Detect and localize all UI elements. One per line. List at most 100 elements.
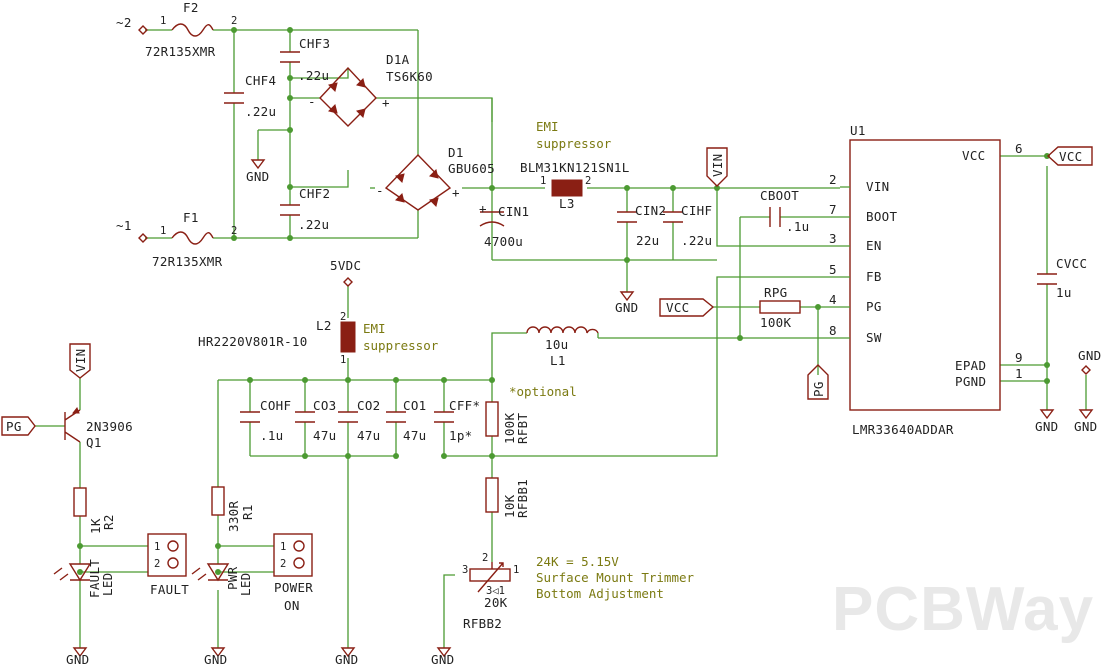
svg-text:2: 2 [482, 552, 488, 564]
svg-text:CHF3: CHF3 [299, 36, 330, 51]
svg-text:SW: SW [866, 330, 882, 345]
svg-text:.1u: .1u [260, 428, 283, 443]
svg-text:47u: 47u [357, 428, 380, 443]
svg-text:R2: R2 [101, 514, 116, 530]
svg-text:RFBB1: RFBB1 [515, 479, 530, 518]
svg-text:VCC: VCC [962, 148, 985, 163]
svg-text:*optional: *optional [509, 384, 577, 399]
capacitor-cvcc: CVCC 1u [1037, 256, 1087, 300]
svg-text:suppressor: suppressor [363, 338, 439, 353]
gnd-cin2: GND [615, 291, 638, 315]
svg-text:7: 7 [829, 202, 837, 217]
ac-input-1: ~1 [116, 218, 148, 243]
capacitor-cff: CFF* 1p* *optional [434, 384, 577, 443]
net-label-pg-bottom: PG [807, 364, 829, 400]
svg-text:3◁1: 3◁1 [486, 585, 505, 597]
svg-text:L3: L3 [559, 196, 575, 211]
svg-text:9: 9 [1015, 350, 1023, 365]
svg-text:-: - [308, 94, 316, 109]
svg-text:RFBB2: RFBB2 [463, 616, 502, 631]
svg-text:R1: R1 [240, 504, 255, 520]
svg-text:D1: D1 [448, 145, 464, 160]
svg-text:2: 2 [280, 558, 286, 570]
svg-text:L1: L1 [550, 353, 566, 368]
svg-text:POWER: POWER [274, 580, 313, 595]
svg-text:PGND: PGND [955, 374, 986, 389]
fuse-f1: F1 1 2 72R135XMR [152, 210, 237, 269]
resistor-rfbt: 100K RFBT [485, 401, 530, 444]
transistor-q1: 2N3906 Q1 [64, 407, 133, 450]
svg-text:3: 3 [462, 564, 468, 576]
capacitor-co2: CO2 47u [338, 398, 380, 443]
led-fault: FAULT LED [53, 559, 115, 598]
svg-text:L2: L2 [316, 318, 332, 333]
svg-text:1: 1 [540, 175, 546, 187]
svg-text:1: 1 [160, 225, 166, 237]
svg-text:TS6K60: TS6K60 [386, 69, 433, 84]
svg-text:1: 1 [280, 541, 286, 553]
svg-text:CHF4: CHF4 [245, 73, 276, 88]
svg-text:LED: LED [238, 573, 253, 596]
svg-text:VIN: VIN [866, 179, 889, 194]
svg-text:6: 6 [1015, 141, 1023, 156]
svg-text:GND: GND [66, 652, 89, 667]
svg-text:~1: ~1 [116, 218, 132, 233]
svg-text:EPAD: EPAD [955, 358, 986, 373]
svg-text:EMI: EMI [363, 321, 386, 336]
svg-text:1: 1 [513, 564, 519, 576]
svg-text:GND: GND [1035, 419, 1058, 434]
svg-text:1: 1 [340, 354, 346, 366]
capacitor-cboot: CBOOT .1u [760, 188, 809, 234]
svg-text:VCC: VCC [1059, 149, 1082, 164]
ic-u1: U1 LMR33640ADDAR 2 VIN 7 BOOT 3 EN 5 FB … [829, 123, 1023, 437]
svg-text:CHF2: CHF2 [299, 186, 330, 201]
svg-text:GND: GND [246, 169, 269, 184]
svg-text:suppressor: suppressor [536, 136, 612, 151]
svg-text:2N3906: 2N3906 [86, 419, 133, 434]
svg-text:BLM31KN121SN1L: BLM31KN121SN1L [520, 160, 630, 175]
svg-text:CIN1: CIN1 [498, 204, 529, 219]
capacitor-cohf: COHF .1u [240, 398, 291, 443]
resistor-r1: 330R R1 [211, 486, 255, 532]
svg-text:.22u: .22u [298, 217, 329, 232]
svg-text:2: 2 [340, 311, 346, 323]
svg-text:F1: F1 [183, 210, 199, 225]
svg-text:GND: GND [204, 652, 227, 667]
svg-text:GND: GND [1078, 348, 1101, 363]
svg-text:LMR33640ADDAR: LMR33640ADDAR [852, 422, 954, 437]
svg-text:~2: ~2 [116, 15, 132, 30]
resistor-r2: 1K R2 [73, 487, 116, 534]
watermark: PCBWay [832, 575, 1094, 644]
svg-text:GND: GND [431, 652, 454, 667]
capacitor-co3: CO3 47u [295, 398, 336, 443]
svg-text:-: - [376, 183, 384, 198]
svg-text:FB: FB [866, 269, 882, 284]
net-label-vcc-right: VCC [1046, 146, 1093, 166]
svg-text:47u: 47u [313, 428, 336, 443]
inductor-l1: 10u L1 [526, 326, 599, 368]
ferrite-l2: 2 1 L2 HR2220V801R-10 EMI suppressor [198, 311, 439, 366]
svg-text:GND: GND [335, 652, 358, 667]
svg-text:.22u: .22u [245, 104, 276, 119]
svg-text:CO2: CO2 [357, 398, 380, 413]
svg-text:20K: 20K [484, 595, 508, 610]
svg-text:10K: 10K [502, 494, 517, 518]
svg-text:EMI: EMI [536, 119, 559, 134]
svg-text:VIN: VIN [710, 154, 725, 177]
bridge-rectifier-d1a: - + D1A TS6K60 [308, 52, 433, 127]
svg-text:2: 2 [231, 225, 237, 237]
svg-text:D1A: D1A [386, 52, 410, 67]
svg-text:RPG: RPG [764, 285, 787, 300]
net-label-pg-q1: PG [1, 416, 36, 436]
gnd-bottom-1: GND [66, 647, 89, 667]
svg-text:1u: 1u [1056, 285, 1072, 300]
svg-text:EN: EN [866, 238, 882, 253]
svg-text:PG: PG [866, 299, 882, 314]
net-label-vin-q1: VIN [69, 343, 91, 379]
gnd-chf: GND [246, 159, 269, 184]
svg-text:CVCC: CVCC [1056, 256, 1087, 271]
svg-text:+: + [479, 201, 487, 216]
svg-text:PWR: PWR [225, 566, 240, 590]
svg-text:CIN2: CIN2 [635, 203, 666, 218]
